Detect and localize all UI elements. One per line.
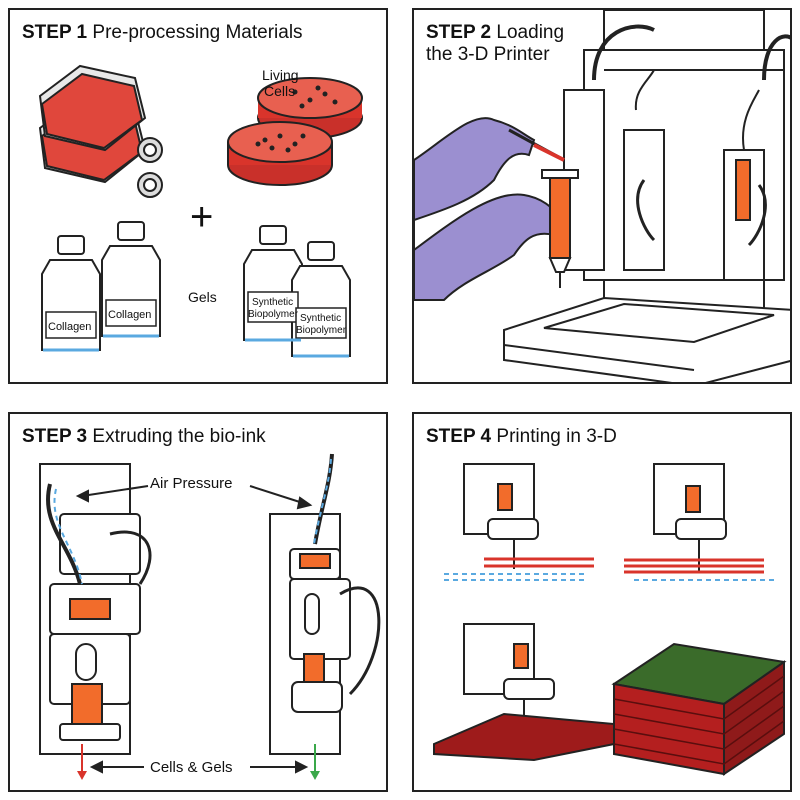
step4-label: STEP 4 (426, 426, 492, 447)
printed-tissue-block (611, 642, 787, 776)
print-stage-3 (433, 623, 615, 762)
step2-title: STEP 2 Loading the 3-D Printer (426, 22, 564, 66)
step3-illustration: Air Pressure Cells & Gels (39, 453, 381, 780)
gels-label: Gels (188, 289, 217, 305)
step2-label: STEP 2 (426, 22, 492, 43)
step1-illustration: Living Cells + Collagen Collagen Gels (38, 64, 363, 358)
print-stage-1 (444, 463, 594, 581)
cell-dots (255, 85, 338, 153)
plus-sign: + (190, 195, 213, 239)
step1-panel: STEP 1 Pre-processing Materials (8, 8, 388, 384)
collagen-label-2: Collagen (108, 309, 151, 321)
air-pressure-label: Air Pressure (150, 475, 233, 492)
synthetic-label-1b: Biopolymer (248, 309, 299, 320)
synthetic-label-2b: Biopolymer (296, 325, 347, 336)
extruder-left (39, 463, 152, 755)
step4-illustration (433, 463, 787, 776)
cells-gels-label: Cells & Gels (150, 759, 233, 776)
cells-gels-arrows (89, 760, 309, 774)
step2-text-1: Loading (496, 22, 565, 43)
step4-text: Printing in 3-D (496, 426, 617, 447)
print-stage-2 (624, 463, 774, 581)
step2-panel: STEP 2 Loading the 3-D Printer (412, 8, 792, 384)
living-cells-label-1: Living (262, 67, 299, 83)
syringe (541, 169, 579, 288)
living-cells-label-2: Cells (264, 83, 295, 99)
synthetic-bottles (243, 225, 351, 358)
air-pressure-arrows (75, 485, 313, 510)
step3-title: STEP 3 Extruding the bio-ink (22, 426, 266, 448)
step4-panel: STEP 4 Printing in 3-D (412, 412, 792, 792)
step1-label: STEP 1 (22, 22, 88, 43)
collagen-label-1: Collagen (48, 321, 91, 333)
air-flow-dashes (53, 458, 332, 585)
pipette (508, 128, 565, 162)
step2-text-2: the 3-D Printer (426, 44, 550, 65)
step3-text: Extruding the bio-ink (92, 426, 266, 447)
step1-title: STEP 1 Pre-processing Materials (22, 22, 303, 44)
step2-illustration (414, 10, 790, 382)
step1-text: Pre-processing Materials (92, 22, 303, 43)
extruder-right (269, 453, 381, 755)
step3-label: STEP 3 (22, 426, 88, 447)
culture-flasks (38, 64, 163, 198)
print-heads (623, 69, 767, 281)
gloved-hands (414, 117, 566, 301)
synthetic-label-1a: Synthetic (252, 297, 293, 308)
output-arrows (77, 744, 320, 780)
synthetic-label-2a: Synthetic (300, 313, 341, 324)
step3-panel: STEP 3 Extruding the bio-ink (8, 412, 388, 792)
collagen-bottles (41, 221, 161, 352)
print-bed (503, 296, 790, 382)
step4-title: STEP 4 Printing in 3-D (426, 426, 617, 448)
